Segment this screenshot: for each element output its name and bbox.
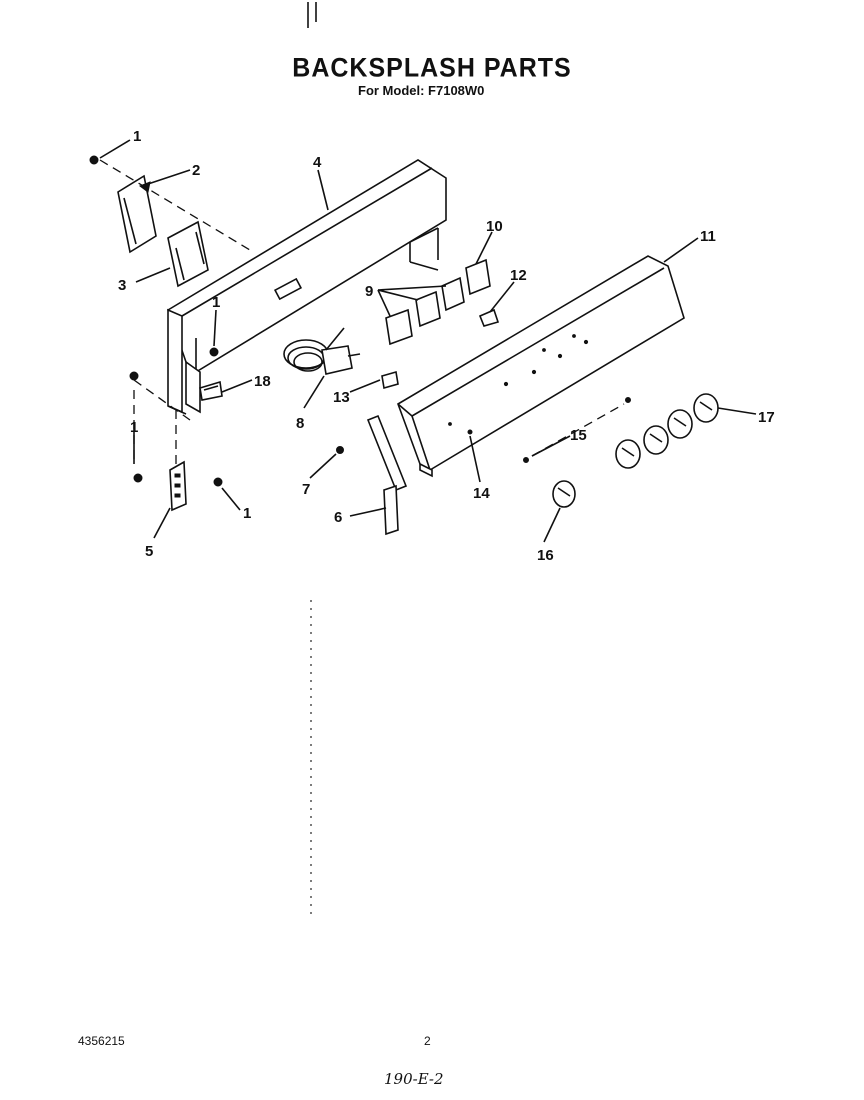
part-5-bracket [169, 460, 187, 512]
callout-8: 8 [296, 415, 304, 432]
part-11-control-panel [397, 255, 685, 478]
callout-3: 3 [118, 277, 126, 294]
callout-10: 10 [486, 218, 503, 235]
part-3-bracket [167, 220, 209, 288]
handwritten-code: 190-E-2 [384, 1070, 444, 1088]
callout-13: 13 [333, 389, 350, 406]
callout-9: 9 [365, 283, 373, 300]
callout-18: 18 [254, 373, 271, 390]
callout-17: 17 [758, 409, 775, 426]
callout-1: 1 [243, 505, 251, 522]
callout-7: 7 [302, 481, 310, 498]
page-title: BACKSPLASH PARTS [292, 52, 572, 84]
part-7-screw [336, 446, 344, 454]
callout-2: 2 [192, 162, 200, 179]
part-4-backsplash-rear-panel [167, 159, 447, 415]
callout-12: 12 [510, 267, 527, 284]
callout-1: 1 [130, 419, 138, 436]
part-9-switch [385, 276, 465, 346]
part-13-connector [381, 370, 399, 390]
callout-5: 5 [145, 543, 153, 560]
callout-6: 6 [334, 509, 342, 526]
part-16-knob [552, 480, 576, 508]
part-10-switch [465, 258, 491, 296]
callout-16: 16 [537, 547, 554, 564]
leader-lines [99, 139, 757, 543]
part-18-clip [199, 380, 223, 401]
callout-4: 4 [313, 154, 322, 171]
callout-14: 14 [473, 485, 490, 502]
callout-15: 15 [570, 427, 587, 444]
part-17-knob [615, 393, 719, 469]
page-number: 2 [424, 1034, 431, 1048]
callout-1: 1 [133, 128, 141, 145]
part-1-screw [89, 155, 223, 487]
part-8-wire-harness [283, 327, 361, 375]
document-number: 4356215 [78, 1034, 125, 1048]
part-2-bracket [117, 174, 157, 254]
assembly-line [133, 379, 191, 421]
part-6-side-trim [366, 414, 408, 536]
callout-1: 1 [212, 294, 220, 311]
part-12-clip [478, 308, 500, 327]
model-subtitle: For Model: F7108W0 [358, 83, 485, 98]
callout-11: 11 [700, 228, 716, 245]
